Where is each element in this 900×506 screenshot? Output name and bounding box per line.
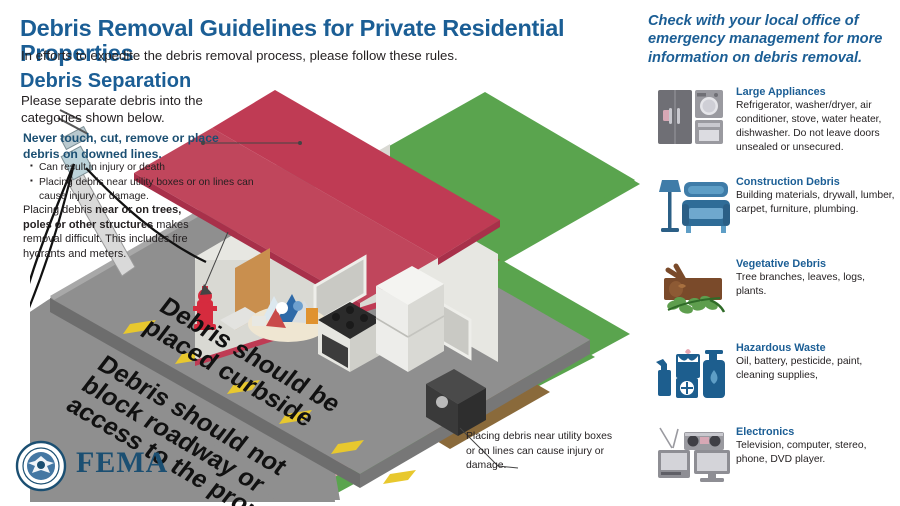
category-description: Refrigerator, washer/dryer, air conditio… — [736, 100, 882, 153]
section-title-debris-separation: Debris Separation — [20, 70, 192, 92]
category-description: Oil, battery, pesticide, paint, cleaning… — [736, 356, 863, 381]
page-title: Debris Removal Guidelines for Private Re… — [20, 15, 565, 66]
stove-appliance — [318, 302, 382, 372]
callout-utility-box: Placing debris near utility boxes or on … — [466, 431, 613, 472]
electronics-icon — [654, 426, 734, 488]
note-structures-pre: Placing debris — [23, 204, 96, 216]
roof-eave-right — [438, 220, 500, 265]
leader-line-utility-box — [459, 427, 519, 469]
note-downed-lines-bullets: Can result in injury or death Placing de… — [30, 160, 262, 206]
dhs-seal-icon — [15, 440, 67, 492]
fema-logo: FEMA — [14, 440, 174, 492]
category-title: Large Appliances — [736, 86, 826, 98]
construction-debris-icon — [654, 176, 734, 238]
refrigerator-appliance — [375, 266, 445, 372]
category-title: Hazardous Waste — [736, 342, 826, 354]
house-stoop — [220, 307, 260, 330]
vegetative-debris-icon — [654, 258, 734, 320]
leader-line-downed-lines — [201, 141, 302, 145]
category-text: Large Appliances Refrigerator, washer/dr… — [736, 86, 896, 155]
page-subtitle: In efforts to expedite the debris remova… — [21, 48, 458, 63]
category-title: Electronics — [736, 426, 795, 438]
category-description: Tree branches, leaves, logs, plants. — [736, 272, 865, 297]
category-title: Construction Debris — [736, 176, 840, 188]
scene-svg — [16, 90, 640, 502]
house-scene-illustration: Debris should be placed curbside Debris … — [16, 72, 640, 506]
fema-wordmark: FEMA — [76, 446, 169, 479]
roof-right — [212, 90, 500, 258]
note-structures-post: makes removal difficult. This includes f… — [23, 218, 189, 261]
category-description: Television, computer, stereo, phone, DVD… — [736, 440, 867, 465]
note-structures-bold: near or on trees, poles or other structu… — [23, 204, 182, 231]
utility-box — [426, 369, 486, 436]
category-text: Construction Debris Building materials, … — [736, 176, 896, 217]
category-text: Electronics Television, computer, stereo… — [736, 426, 896, 467]
section-subtitle: Please separate debris into the categori… — [21, 93, 203, 125]
leader-line-hydrant — [204, 231, 229, 287]
note-structures: Placing debris near or on trees, poles o… — [23, 203, 213, 262]
list-item: Placing debris near utility boxes or on … — [30, 175, 262, 204]
panel-heading: Check with your local office of emergenc… — [648, 13, 883, 66]
debris-pile — [248, 294, 328, 342]
category-text: Vegetative Debris Tree branches, leaves,… — [736, 258, 896, 299]
hazardous-waste-icon — [654, 342, 734, 404]
categories-panel: Check with your local office of emergenc… — [640, 0, 900, 506]
note-downed-lines-heading: Never touch, cut, remove or place debris… — [23, 131, 219, 161]
large-appliances-icon — [654, 86, 734, 148]
list-item: Can result in injury or death — [30, 160, 262, 175]
category-description: Building materials, drywall, lumber, car… — [736, 190, 895, 215]
category-text: Hazardous Waste Oil, battery, pesticide,… — [736, 342, 896, 383]
category-title: Vegetative Debris — [736, 258, 827, 270]
roof-eave — [134, 173, 360, 310]
